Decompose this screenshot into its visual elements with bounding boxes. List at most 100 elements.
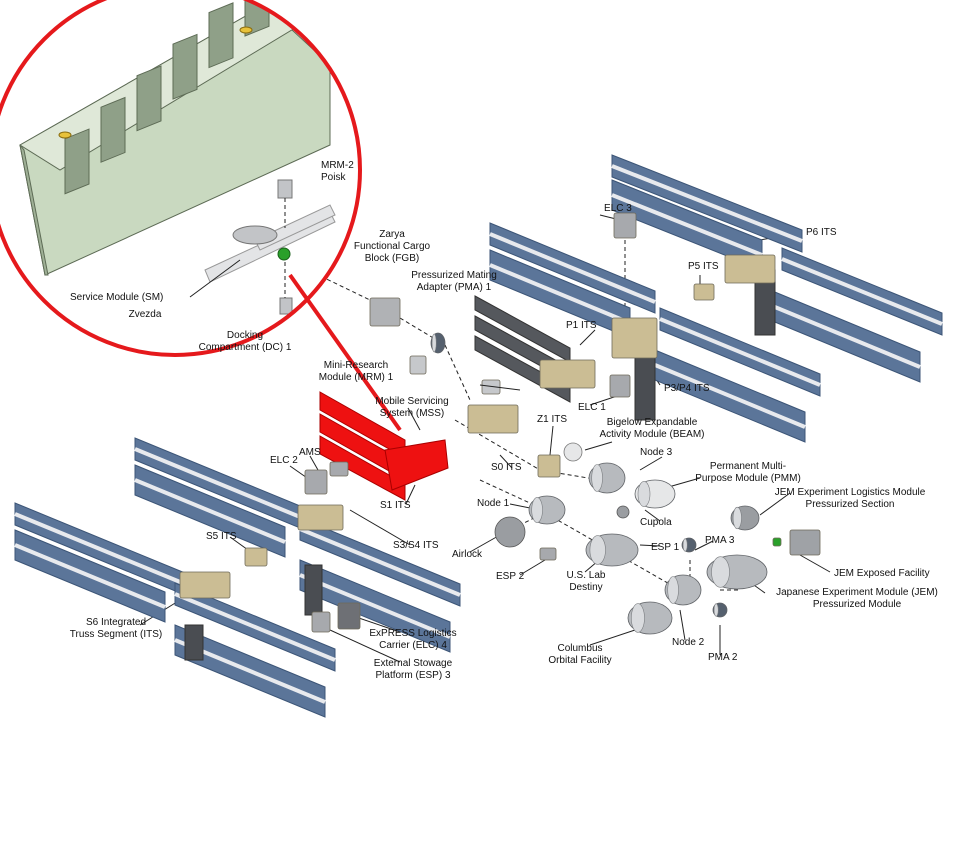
label-zvezda: Zvezda xyxy=(128,309,162,320)
label-node1: Node 1 xyxy=(477,498,510,509)
solar-array-p6-upper-b-stripe xyxy=(611,193,763,257)
mrm1 xyxy=(409,355,427,375)
label-esp3: External Stowage Platform (ESP) 3 xyxy=(373,658,453,681)
label-p6: P6 ITS xyxy=(806,227,837,238)
pma3-endcap xyxy=(682,538,688,552)
inset-sm-highlight xyxy=(277,247,291,261)
label-docking-compartment: Docking Compartment (DC) 1 xyxy=(198,330,292,353)
label-pma1: Pressurized Mating Adapter (PMA) 1 xyxy=(411,270,497,293)
label-p1: P1 ITS xyxy=(566,320,597,331)
solar-array-s6-upper-stripe xyxy=(14,512,186,586)
label-z1: Z1 ITS xyxy=(537,414,568,425)
label-jem-pm: Japanese Experiment Module (JEM) Pressur… xyxy=(776,587,938,610)
solar-array-p6-upper-stripe xyxy=(611,164,803,243)
elc4 xyxy=(337,602,361,630)
leader-line-21 xyxy=(349,509,411,546)
leader-line-18 xyxy=(644,509,661,522)
leader-line-31 xyxy=(329,629,401,663)
solar-array-p4-upper-b-stripe xyxy=(489,263,631,325)
esp2 xyxy=(539,547,557,561)
inset-mrm2 xyxy=(277,179,293,199)
solar-array-s4-lower-stripe xyxy=(299,527,461,597)
connector-line-2 xyxy=(444,344,471,401)
label-mrm2-poisk: MRM-2 Poisk xyxy=(321,160,354,183)
truss-s6 xyxy=(179,571,231,599)
inset-dc1 xyxy=(279,297,293,315)
leader-line-11 xyxy=(639,456,663,471)
label-s1: S1 ITS xyxy=(380,500,411,511)
inset-group xyxy=(0,0,360,355)
cupola xyxy=(616,505,630,519)
truss-p5 xyxy=(693,283,715,301)
inset-leader-sm xyxy=(189,259,241,298)
inset-sm-window-3 xyxy=(172,33,198,100)
label-jem-ef: JEM Exposed Facility xyxy=(834,568,930,579)
jem-els-endcap xyxy=(732,506,742,530)
leader-line-19 xyxy=(759,492,791,516)
label-p5: P5 ITS xyxy=(688,261,719,272)
label-s0: S0 ITS xyxy=(491,462,522,473)
label-cupola: Cupola xyxy=(640,517,672,528)
inset-sm-window-0 xyxy=(64,128,90,195)
label-pma2: PMA 2 xyxy=(708,652,738,663)
inset-circle-border xyxy=(0,0,362,357)
label-ams: AMS xyxy=(299,447,321,458)
pma1-endcap xyxy=(431,333,437,353)
node1-endcap xyxy=(531,497,543,523)
us-lab-destiny-endcap xyxy=(589,535,606,565)
solar-array-p6-lower-b-stripe xyxy=(769,303,921,369)
label-mss: Mobile Servicing System (MSS) xyxy=(375,396,449,419)
radiator-s1-3 xyxy=(319,435,406,501)
label-elc3: ELC 3 xyxy=(604,203,632,214)
leader-line-15 xyxy=(499,454,513,469)
truss-s3s4 xyxy=(297,504,344,531)
leader-line-32 xyxy=(589,629,636,646)
leader-line-26 xyxy=(519,559,546,576)
label-elc2: ELC 2 xyxy=(270,455,298,466)
solar-array-p6-lower-stripe xyxy=(781,257,943,326)
inset-sm-window-6 xyxy=(280,0,306,6)
leader-line-22 xyxy=(469,534,501,553)
inset-sm-side xyxy=(19,144,49,276)
esp3 xyxy=(311,611,331,633)
leader-line-16 xyxy=(405,484,416,505)
inset-sm-window-1 xyxy=(100,96,126,163)
label-service-module: Service Module (SM) xyxy=(70,292,164,303)
solar-array-s4-lower-b-stripe xyxy=(299,573,451,639)
truss-p1 xyxy=(539,359,596,389)
inset-sm-marker-1 xyxy=(58,131,72,139)
inset-sm-window-2 xyxy=(136,65,162,132)
label-airlock: Airlock xyxy=(452,549,483,560)
pmm-endcap xyxy=(637,481,651,507)
label-esp2: ESP 2 xyxy=(496,571,525,582)
solar-array-s4-upper-stripe xyxy=(134,447,306,521)
label-node3: Node 3 xyxy=(640,447,673,458)
inset-sm-marker-2 xyxy=(239,26,253,34)
truss-s1 xyxy=(384,439,449,491)
node3-endcap xyxy=(591,464,603,492)
leader-line-5 xyxy=(579,329,596,346)
leader-line-13 xyxy=(309,455,319,471)
label-elc4: ExPRESS Logistics Carrier (ELC) 4 xyxy=(369,628,457,651)
node2-endcap xyxy=(667,576,679,604)
elc2 xyxy=(304,469,328,495)
leader-line-8 xyxy=(407,407,421,431)
inset-pointer-line xyxy=(288,273,402,432)
label-s3s4: S3/S4 ITS xyxy=(393,540,439,551)
label-mrm1: Mini-Research Module (MRM) 1 xyxy=(318,360,394,383)
truss-p6 xyxy=(724,254,776,284)
solar-array-p4-lower-stripe xyxy=(659,317,821,387)
solar-array-s6-lower-stripe xyxy=(174,592,336,662)
airlock xyxy=(494,516,526,548)
jem-exposed-facility xyxy=(789,529,821,556)
truss-s5 xyxy=(244,547,268,567)
inset-sm-module xyxy=(232,225,278,245)
solar-array-p4-lower-b-stripe xyxy=(654,363,806,429)
solar-array-s4-upper-b-stripe xyxy=(134,478,286,544)
label-beam: Bigelow Expandable Activity Module (BEAM… xyxy=(599,417,705,440)
label-zarya: Zarya Functional Cargo Block (FGB) xyxy=(353,229,431,264)
label-pmm: Permanent Multi- Purpose Module (PMM) xyxy=(695,461,801,484)
label-columbus: Columbus Orbital Facility xyxy=(548,643,612,666)
